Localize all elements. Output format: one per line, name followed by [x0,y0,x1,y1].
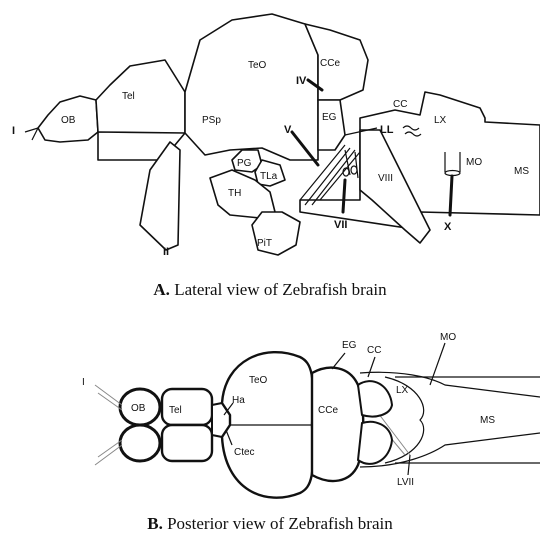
label-II: II [163,246,169,258]
label-TH: TH [228,188,241,199]
telencephalon-outline [96,60,185,142]
label-MS-b: MS [480,415,495,426]
label-Tel-b: Tel [169,405,182,416]
label-CCe: CCe [320,58,340,69]
pointer-CC-b [368,357,375,377]
label-OB-b: OB [131,403,146,414]
caption-lateral: A. Lateral view of Zebrafish brain [0,280,540,300]
label-MO-b: MO [440,332,456,343]
label-LVII: LVII [397,477,414,488]
caption-lateral-text: Lateral view of Zebrafish brain [174,280,386,299]
label-Ctec: Ctec [234,447,255,458]
label-MO: MO [466,157,482,168]
label-Ha: Ha [232,395,245,406]
olfactory-nerve-lines [95,385,122,465]
label-TeO-b: TeO [249,375,268,386]
label-VIII: VIII [378,173,393,184]
pointer-I [25,128,38,140]
label-CCe-b: CCe [318,405,338,416]
label-CC-b: CC [367,345,381,356]
olfactory-bulb-lower [120,425,160,461]
crista-cerebellaris-lower [358,422,392,464]
eminentia-granularis-outline [318,100,345,150]
label-CC: CC [393,99,407,110]
label-LL: LL [380,124,394,136]
nucleus-oval-2 [351,166,357,174]
label-Tel: Tel [122,91,135,102]
spinal-cord-outline [395,377,540,463]
pointer-LVII [408,455,410,475]
lateral-view-diagram: I OB Tel PSp TeO CCe IV EG CC LX V LL PG… [0,0,540,280]
pointer-VII [343,180,345,212]
label-VII: VII [334,219,347,231]
label-LX: LX [434,115,447,126]
label-EG: EG [322,112,337,123]
caption-posterior-letter: B. [147,514,163,533]
label-IV: IV [296,75,307,87]
label-V: V [284,124,292,136]
label-TeO: TeO [248,60,267,71]
corpus-cerebelli-b [312,368,363,481]
label-I: I [12,125,15,137]
pointer-EG-b [332,353,345,369]
caption-posterior-text: Posterior view of Zebrafish brain [167,514,393,533]
pointer-MO-b [430,343,445,385]
telencephalon-lower [162,425,212,461]
pointer-X [450,176,452,215]
label-OB: OB [61,115,76,126]
label-EG-b: EG [342,340,357,351]
label-MS: MS [514,166,529,177]
label-PG: PG [237,158,252,169]
crista-cerebellaris-upper [358,381,392,416]
label-PSp: PSp [202,115,221,126]
caption-lateral-letter: A. [153,280,170,299]
label-X: X [444,221,452,233]
label-PiT: PiT [257,238,272,249]
posterior-view-diagram: I OB Tel Ha Ctec TeO EG CC CCe LX MO MS … [0,315,540,520]
label-I-b: I [82,377,85,388]
caption-posterior: B. Posterior view of Zebrafish brain [0,514,540,534]
label-LX-b: LX [396,385,409,396]
label-TLa: TLa [260,171,278,182]
